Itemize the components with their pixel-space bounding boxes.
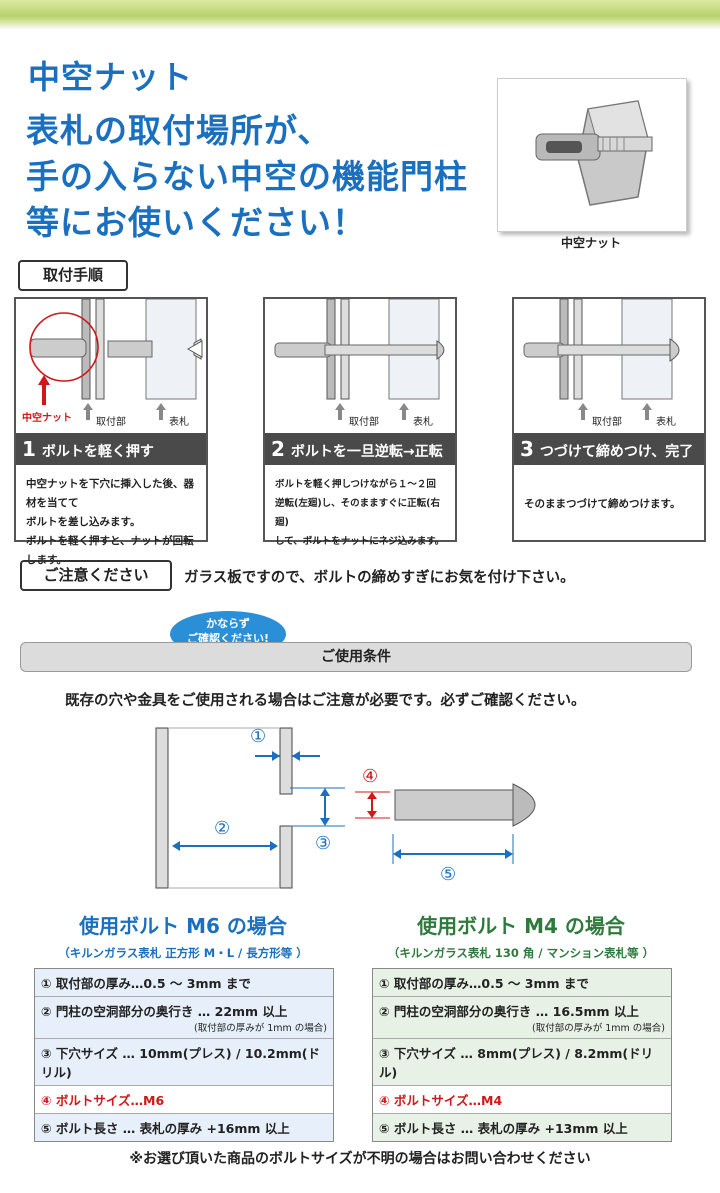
headline-3: 等にお使いください！ (26, 203, 366, 242)
footnote: ※お選び頂いた商品のボルトサイズが不明の場合はお問い合わせください (129, 1151, 591, 1167)
spec-row: ⑤ ボルト長さ … 表札の厚み +13mm 以上 (379, 1121, 628, 1136)
dim-2: ② (214, 818, 231, 839)
page-title: 中空ナット (28, 58, 194, 96)
step-2-diagram (274, 299, 445, 420)
dim-1: ① (250, 726, 267, 747)
label-plate: 表札 (413, 417, 433, 428)
headline-2: 手の入らない中空の機能門柱 (26, 157, 468, 196)
step-1-text: 中空ナットを下穴に挿入した後、器材を当てて ボルトを差し込みます。 ボルトを軽く… (26, 478, 194, 566)
label-mount: 取付部 (96, 417, 126, 428)
dim-3: ③ (315, 833, 332, 854)
product-photo (497, 78, 687, 232)
step-1-diagram (29, 299, 203, 420)
m4-title: 使用ボルト M4 の場合 (417, 914, 625, 938)
spec-row: ① 取付部の厚み…0.5 ～ 3mm まで (373, 969, 671, 997)
spec-row: ④ ボルトサイズ…M6 (35, 1086, 333, 1114)
dimension-diagram (155, 727, 536, 889)
spec-row: ② 門柱の空洞部分の奥行き … 22mm 以上(取付部の厚みが 1mm の場合) (35, 997, 333, 1039)
spec-row: ③ 下穴サイズ … 8mm(プレス) / 8.2mm(ドリル) (373, 1039, 671, 1086)
dim-4: ④ (362, 766, 379, 787)
step-2-text: ボルトを軽く押しつけながら１～２回 逆転(左廻)し、そのまますぐに正転(右廻) … (275, 479, 445, 547)
m4-subtitle: （キルンガラス表札 130 角 / マンション表札等 ） (387, 946, 655, 960)
spec-row: ⑤ ボルト長さ … 表札の厚み +16mm 以上 (41, 1121, 290, 1136)
spec-row: ② 門柱の空洞部分の奥行き … 16.5mm 以上(取付部の厚みが 1mm の場… (373, 997, 671, 1039)
dim-5: ⑤ (440, 864, 457, 885)
label-plate: 表札 (656, 417, 676, 428)
label-mount: 取付部 (592, 417, 622, 428)
top-banner (0, 0, 720, 30)
label-hollow-nut: 中空ナット (22, 413, 72, 424)
headline-1: 表札の取付場所が、 (26, 111, 332, 150)
step-3-text: そのままつづけて締めつけます。 (524, 498, 681, 510)
m6-subtitle: （キルンガラス表札 正方形 M・L / 長方形等 ） (58, 946, 308, 960)
step-3-diagram (523, 299, 680, 420)
caution-tab: ご注意ください (20, 560, 172, 591)
label-mount: 取付部 (349, 417, 379, 428)
conditions-note: 既存の穴や金具をご使用される場合はご注意が必要です。必ずご確認ください。 (65, 693, 586, 709)
m6-spec-table: ① 取付部の厚み…0.5 ～ 3mm まで ② 門柱の空洞部分の奥行き … 22… (34, 968, 334, 1142)
spec-row: ④ ボルトサイズ…M4 (373, 1086, 671, 1114)
caution-text: ガラス板ですので、ボルトの締めすぎにお気を付け下さい。 (184, 570, 575, 586)
conditions-bar: ご使用条件 (20, 642, 692, 672)
spec-row: ③ 下穴サイズ … 10mm(プレス) / 10.2mm(ドリル) (35, 1039, 333, 1086)
m4-spec-table: ① 取付部の厚み…0.5 ～ 3mm まで ② 門柱の空洞部分の奥行き … 16… (372, 968, 672, 1142)
label-plate: 表札 (169, 417, 189, 428)
photo-caption: 中空ナット (560, 236, 621, 250)
procedure-tab: 取付手順 (18, 260, 128, 291)
spec-row: ① 取付部の厚み…0.5 ～ 3mm まで (35, 969, 333, 997)
m6-title: 使用ボルト M6 の場合 (79, 914, 287, 938)
